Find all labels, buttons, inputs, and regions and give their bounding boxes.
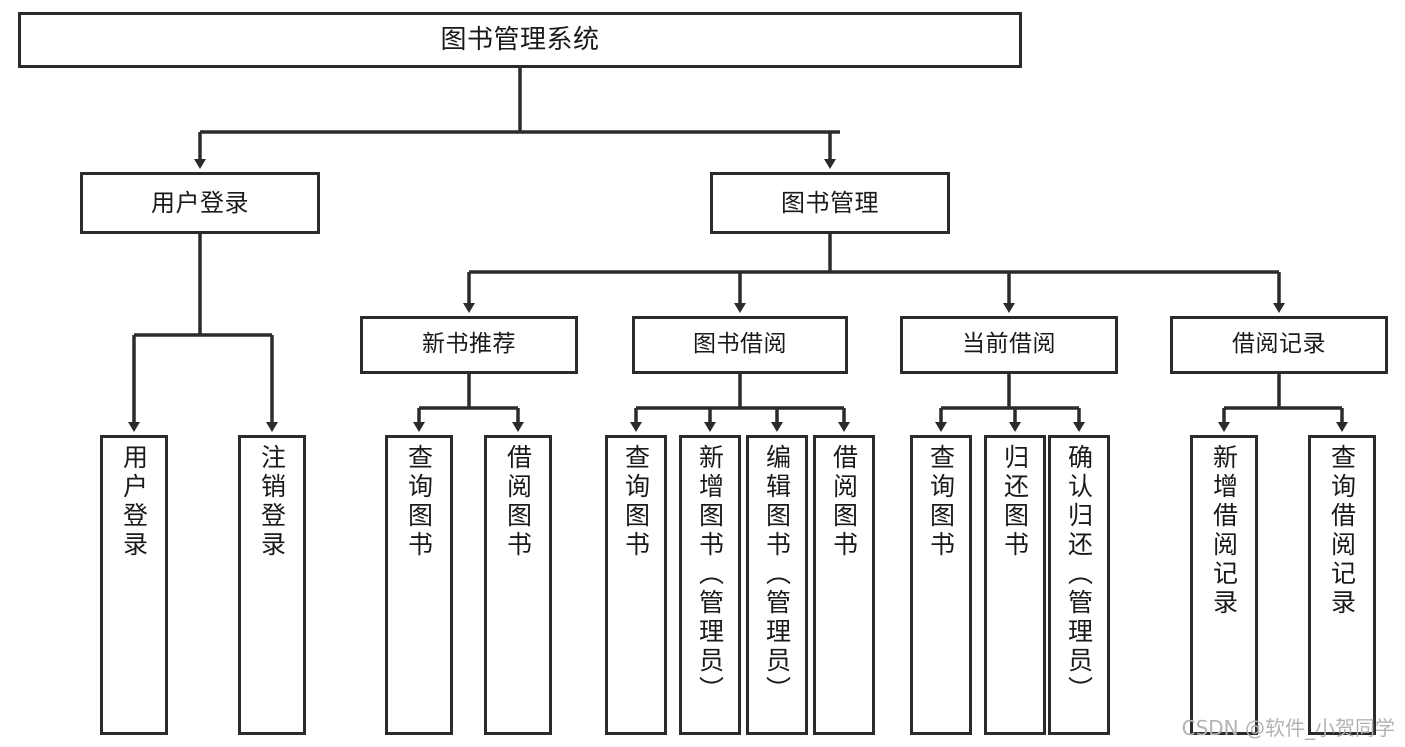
node-leaf-confirm-return[interactable]: 确认归还（管理员） — [1048, 435, 1110, 735]
node-leaf-add-record-label: 新增借阅记录 — [1209, 444, 1239, 618]
node-leaf-return-book-label: 归还图书 — [1000, 444, 1030, 560]
node-book-borrow[interactable]: 图书借阅 — [632, 316, 848, 374]
node-book-manage-label: 图书管理 — [781, 188, 879, 217]
csdn-watermark: CSDN @软件_小贺同学 — [1181, 716, 1395, 740]
node-leaf-add-book[interactable]: 新增图书（管理员） — [679, 435, 741, 735]
node-leaf-query-record[interactable]: 查询借阅记录 — [1308, 435, 1376, 735]
node-root[interactable]: 图书管理系统 — [18, 12, 1022, 68]
node-leaf-query-book-1[interactable]: 查询图书 — [385, 435, 453, 735]
node-leaf-borrow-book-2-label: 借阅图书 — [829, 444, 859, 560]
node-new-book-recommend-label: 新书推荐 — [422, 331, 516, 358]
node-leaf-return-book[interactable]: 归还图书 — [984, 435, 1046, 735]
node-leaf-edit-book-label: 编辑图书（管理员） — [762, 444, 792, 705]
node-book-borrow-label: 图书借阅 — [693, 331, 787, 358]
node-leaf-borrow-book-2[interactable]: 借阅图书 — [813, 435, 875, 735]
node-user-login-label: 用户登录 — [151, 188, 249, 217]
node-leaf-user-login-label: 用户登录 — [119, 444, 149, 560]
node-leaf-query-book-2-label: 查询图书 — [621, 444, 651, 560]
node-leaf-query-book-3-label: 查询图书 — [926, 444, 956, 560]
node-borrow-record[interactable]: 借阅记录 — [1170, 316, 1388, 374]
node-leaf-borrow-book-1-label: 借阅图书 — [503, 444, 533, 560]
node-leaf-query-book-1-label: 查询图书 — [404, 444, 434, 560]
node-leaf-logout[interactable]: 注销登录 — [238, 435, 306, 735]
node-leaf-query-book-3[interactable]: 查询图书 — [910, 435, 972, 735]
node-current-borrow[interactable]: 当前借阅 — [900, 316, 1118, 374]
node-root-label: 图书管理系统 — [440, 24, 600, 55]
node-new-book-recommend[interactable]: 新书推荐 — [360, 316, 578, 374]
node-borrow-record-label: 借阅记录 — [1232, 331, 1326, 358]
node-leaf-query-record-label: 查询借阅记录 — [1327, 444, 1357, 618]
node-leaf-add-record[interactable]: 新增借阅记录 — [1190, 435, 1258, 735]
node-leaf-query-book-2[interactable]: 查询图书 — [605, 435, 667, 735]
node-current-borrow-label: 当前借阅 — [962, 331, 1056, 358]
node-user-login[interactable]: 用户登录 — [80, 172, 320, 234]
node-leaf-user-login[interactable]: 用户登录 — [100, 435, 168, 735]
node-leaf-edit-book[interactable]: 编辑图书（管理员） — [746, 435, 808, 735]
node-leaf-confirm-return-label: 确认归还（管理员） — [1064, 444, 1094, 705]
node-book-manage[interactable]: 图书管理 — [710, 172, 950, 234]
node-leaf-add-book-label: 新增图书（管理员） — [695, 444, 725, 705]
node-leaf-logout-label: 注销登录 — [257, 444, 287, 560]
node-leaf-borrow-book-1[interactable]: 借阅图书 — [484, 435, 552, 735]
